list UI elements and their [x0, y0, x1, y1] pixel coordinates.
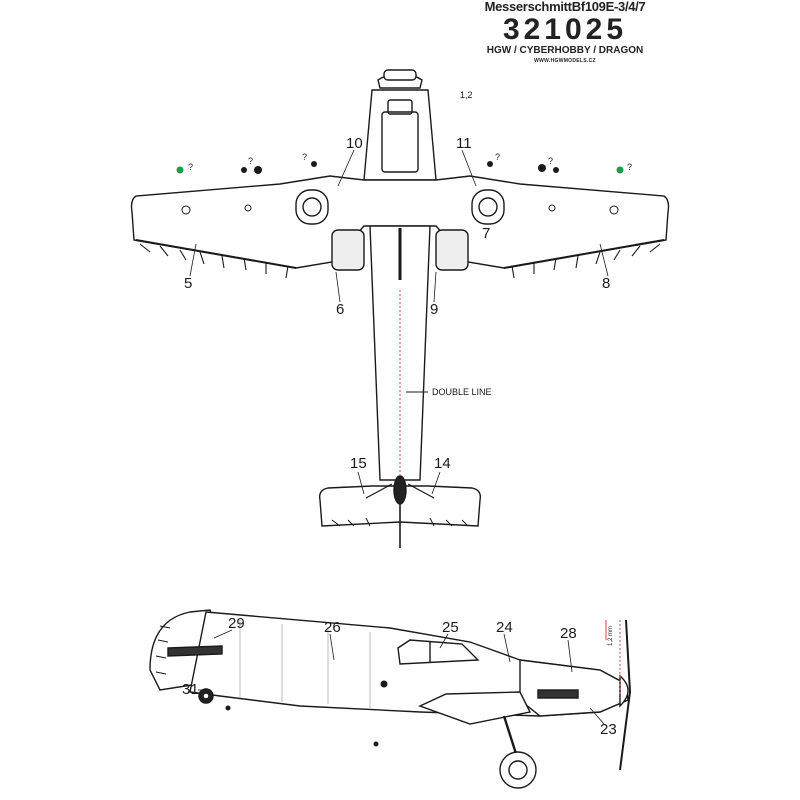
callout-25: 25: [442, 619, 459, 636]
callout-28: 28: [560, 625, 577, 642]
website: WWW.HGWMODELS.CZ: [534, 58, 596, 64]
callout-11: 11: [456, 135, 472, 152]
fuselage-body: [369, 225, 431, 481]
callout-5: 5: [184, 275, 192, 292]
left-radiator: [295, 189, 329, 225]
label-scale: 1,2: [460, 90, 473, 100]
top-view-aircraft: [130, 69, 670, 548]
cockpit-inner: [387, 99, 413, 115]
callout-10: 10: [346, 135, 363, 152]
aircraft-model: MesserschmittBf109E-3/4/7: [484, 0, 646, 14]
left-gear-bay: [331, 229, 365, 271]
label-q5: ?: [548, 156, 553, 166]
side-spinner: [619, 674, 629, 708]
label-dimension: 1,2 mm: [608, 626, 614, 646]
callout-6: 6: [336, 301, 344, 318]
title-block: MesserschmittBf109E-3/4/7 321025 HGW / C…: [470, 0, 660, 65]
callout-14: 14: [434, 455, 451, 472]
side-propeller: [619, 619, 632, 771]
tail-wheel-top: [393, 475, 407, 505]
fuselage-nose: [363, 89, 437, 181]
engine-cowling: [519, 659, 629, 717]
right-flap-segments: [511, 243, 661, 279]
callout-9: 9: [430, 301, 438, 318]
kit-manufacturers: HGW / CYBERHOBBY / DRAGON: [486, 45, 644, 56]
label-q2: ?: [248, 156, 253, 166]
callout-7: 7: [482, 225, 490, 242]
side-wing: [418, 691, 532, 725]
callout-31: 31: [182, 681, 199, 698]
callout-29: 29: [228, 615, 245, 632]
top-view-stencil-dots: [176, 161, 624, 215]
side-view-callouts: 29 26 25 24 28 31 23: [182, 615, 617, 738]
callout-8: 8: [602, 275, 610, 292]
right-radiator: [471, 189, 505, 225]
label-q1: ?: [188, 162, 193, 172]
right-gear-bay: [435, 229, 469, 271]
callout-24: 24: [496, 619, 513, 636]
side-view-panel-lines: [239, 620, 371, 708]
wing-outline: [130, 175, 670, 269]
top-view-leaders: [189, 149, 609, 495]
propeller-hub: [383, 69, 417, 81]
top-view-callouts: 1,2 ? ? ? ? ? ? 10 11 5 6 7 8 9 14 15 DO…: [184, 90, 632, 472]
callout-26: 26: [324, 619, 341, 636]
side-view-leaders: [198, 629, 605, 725]
side-stabilizer: [167, 645, 223, 657]
left-flap-segments: [139, 243, 289, 279]
side-view-aircraft: [149, 609, 632, 789]
side-main-wheel: [499, 751, 537, 789]
product-code: 321025: [502, 13, 628, 46]
side-canopy: [397, 639, 480, 665]
label-q3: ?: [302, 152, 307, 162]
cockpit-frame: [381, 111, 419, 173]
side-view-stencil-dots: [225, 680, 388, 747]
callout-15: 15: [350, 455, 367, 472]
callout-23: 23: [600, 721, 617, 738]
label-q4: ?: [495, 152, 500, 162]
exhaust-stacks: [537, 689, 579, 699]
label-q6: ?: [627, 162, 632, 172]
label-double-line: DOUBLE LINE: [432, 387, 492, 397]
